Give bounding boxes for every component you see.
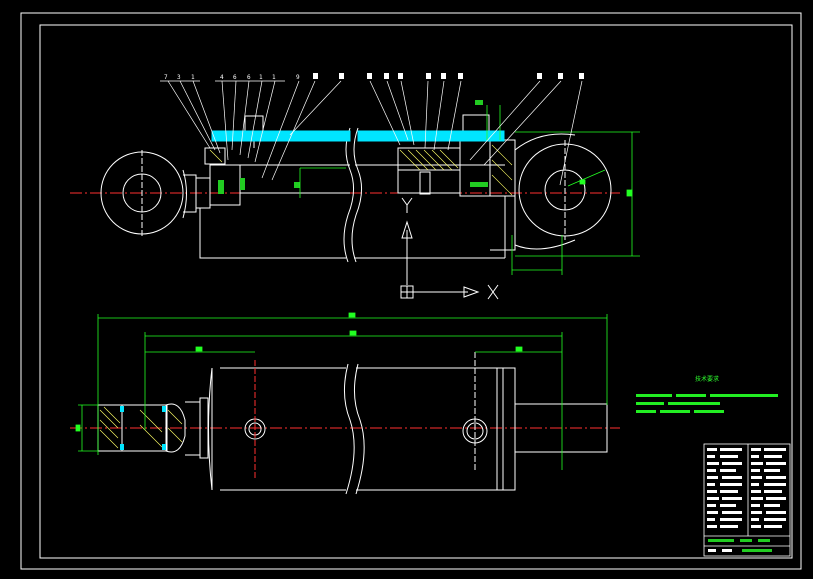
balloon-5: 6 [233, 74, 237, 81]
tech-requirements-title: 技术要求 [695, 376, 720, 383]
balloon-9: 9 [296, 74, 300, 81]
section-view [70, 100, 620, 263]
barrel-wall-right [357, 130, 505, 142]
bottom-dimensions [75, 312, 608, 470]
port-right-inner [466, 422, 484, 440]
title-block-text [707, 448, 786, 552]
inner-frame [39, 24, 793, 559]
balloon-4: 4 [220, 74, 224, 81]
balloon-7: 1 [259, 74, 263, 81]
balloon-2: 3 [177, 74, 181, 81]
title-block [703, 443, 791, 557]
barrel-wall-left [211, 130, 351, 142]
balloon-8: 1 [272, 74, 276, 81]
leader-lines [160, 80, 583, 186]
exterior-view [70, 352, 620, 495]
tech-notes [636, 394, 778, 413]
balloon-3: 1 [191, 74, 195, 81]
ucs-icon [400, 197, 499, 300]
balloon-6: 6 [247, 74, 251, 81]
outer-frame [20, 12, 802, 570]
balloon-1: 7 [164, 74, 168, 81]
balloon-numbers: 7 3 1 4 6 6 1 1 9 [164, 73, 584, 81]
top-dimensions [299, 105, 640, 275]
